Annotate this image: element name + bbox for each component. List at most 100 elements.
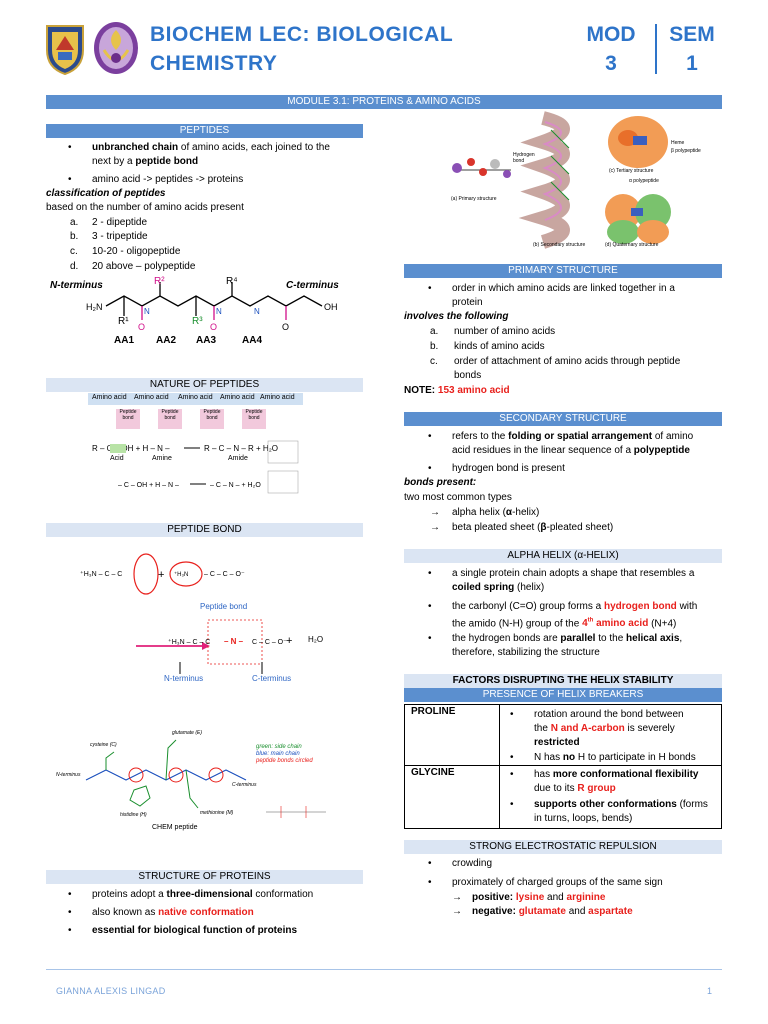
svg-text:– C – C – O⁻: – C – C – O⁻ xyxy=(204,571,245,578)
c-term-label: C-terminus xyxy=(232,782,257,788)
structure-of-proteins-heading: STRUCTURE OF PROTEINS xyxy=(46,870,363,884)
secondary-caption: (b) Secondary structure xyxy=(533,242,586,248)
peptide-bond-box-2: Peptide bond xyxy=(158,409,182,429)
svg-text:+: + xyxy=(286,635,292,647)
svg-text:O: O xyxy=(210,322,217,332)
arrow-right-icon: → xyxy=(452,892,462,903)
svg-text:⁺H₃N: ⁺H₃N xyxy=(174,571,188,578)
amine-label: Amine xyxy=(152,455,172,462)
svg-text:N: N xyxy=(216,307,222,316)
n-terminus-label: N-terminus xyxy=(50,280,103,291)
document-title-line2: CHEMISTRY xyxy=(150,52,278,75)
bonds-present-title: bonds present: xyxy=(404,477,477,488)
svg-text:R – C – N – R + H₂O: R – C – N – R + H₂O xyxy=(204,444,278,453)
svg-text:R – C – OH + H – N –: R – C – OH + H – N – xyxy=(92,444,170,453)
n-terminus-caption: N-terminus xyxy=(164,674,204,683)
methionine-label: methionine (M) xyxy=(200,810,234,816)
electrostatic-heading: STRONG ELECTROSTATIC REPULSION xyxy=(404,840,722,854)
amino-acid-label-3: Amino acid xyxy=(178,394,213,401)
svg-text:+: + xyxy=(158,569,164,581)
involves-item-b-letter: b. xyxy=(430,341,439,352)
peptide-bond-box-4: Peptide bond xyxy=(242,409,266,429)
beta-polypeptide-caption: β polypeptide xyxy=(671,148,701,154)
peptide-bond-heading: PEPTIDE BOND xyxy=(46,523,363,537)
water-label: H₂O xyxy=(308,635,324,644)
class-item-c-text: 10-20 - oligopeptide xyxy=(92,246,181,257)
svg-text:⁺H₃N – C – C: ⁺H₃N – C – C xyxy=(80,570,122,578)
svg-text:– C – N – + H₂O: – C – N – + H₂O xyxy=(210,482,261,489)
primary-structure-heading: PRIMARY STRUCTURE xyxy=(404,264,722,278)
semester-value: 1 xyxy=(686,52,698,75)
r2-label: R² xyxy=(154,276,165,287)
arrow-right-icon: → xyxy=(430,507,440,518)
nature-of-peptides-heading: NATURE OF PEPTIDES xyxy=(46,378,363,392)
aa2-label: AA2 xyxy=(156,335,177,346)
header-divider xyxy=(655,24,657,74)
arrow-right-icon: → xyxy=(452,906,462,917)
footer-divider xyxy=(46,969,722,970)
page-number: 1 xyxy=(707,986,713,996)
cysteine-label: cysteine (C) xyxy=(90,742,117,748)
r1-label: R¹ xyxy=(118,316,129,327)
peptide-bond-box-3: Peptide bond xyxy=(200,409,224,429)
class-item-c: c. xyxy=(70,246,78,257)
college-seal-logo xyxy=(92,20,140,76)
secondary-structure-heading: SECONDARY STRUCTURE xyxy=(404,412,722,426)
proline-cell: PROLINE xyxy=(404,704,500,766)
svg-text:O: O xyxy=(282,322,289,332)
class-item-d: d. xyxy=(70,261,79,272)
aa1-label: AA1 xyxy=(114,335,135,346)
involves-item-b-text: kinds of amino acids xyxy=(454,341,545,352)
amino-acid-label-4: Amino acid xyxy=(220,394,255,401)
classification-basis: based on the number of amino acids prese… xyxy=(46,202,244,213)
r4-label: R⁴ xyxy=(226,276,238,287)
glutamate-label: glutamate (E) xyxy=(172,730,203,736)
glycine-details-cell: • has more conformational flexibility du… xyxy=(499,765,722,829)
class-item-a-text: 2 - dipeptide xyxy=(92,217,148,228)
footer-author: GIANNA ALEXIS LINGAD xyxy=(56,986,166,996)
document-title-line1: BIOCHEM LEC: BIOLOGICAL xyxy=(150,23,454,46)
university-seal-logo xyxy=(44,20,86,76)
aa3-label: AA3 xyxy=(196,335,217,346)
c-terminus-caption: C-terminus xyxy=(252,674,292,683)
amino-acid-strip xyxy=(88,393,303,405)
positive-charges: →positive: lysine and arginine xyxy=(452,892,606,903)
tetrapeptide-figure: O O O H₂N N N N OH N-terminus C-terminus… xyxy=(46,276,363,351)
class-item-b-text: 3 - tripeptide xyxy=(92,231,148,242)
peptides-heading: PEPTIDES xyxy=(46,124,363,138)
alpha-polypeptide-caption: α polypeptide xyxy=(629,178,659,184)
svg-text:– N –: – N – xyxy=(224,637,244,646)
involves-item-c-letter: c. xyxy=(430,356,438,367)
amide-label: Amide xyxy=(228,455,248,462)
factors-heading: FACTORS DISRUPTING THE HELIX STABILITY xyxy=(404,674,722,688)
r3-label: R³ xyxy=(192,316,203,327)
involves-title: involves the following xyxy=(404,311,509,322)
chem-peptide-figure: green: side chain blue: main chain pepti… xyxy=(56,728,341,838)
semester-label: SEM xyxy=(669,23,715,46)
svg-text:H₂N: H₂N xyxy=(86,302,103,312)
quaternary-caption: (d) Quaternary structure xyxy=(605,242,659,248)
hydrogen-bond-caption: Hydrogen bond xyxy=(513,152,535,164)
arrow-right-icon: → xyxy=(430,522,440,533)
svg-text:– C – OH + H – N –: – C – OH + H – N – xyxy=(118,482,179,489)
peptide-bond-figure: ⁺H₃N – C – C + ⁺H₃N – C – C – O⁻ ⁺H₃N – … xyxy=(76,540,346,690)
alpha-helix-heading: ALPHA HELIX (α-HELIX) xyxy=(404,549,722,563)
class-item-b: b. xyxy=(70,231,79,242)
c-terminus-label: C-terminus xyxy=(286,280,339,291)
primary-caption: (a) Primary structure xyxy=(451,196,497,202)
involves-item-a-letter: a. xyxy=(430,326,439,337)
classification-title: classification of peptides xyxy=(46,188,166,199)
involves-item-c-line2: bonds xyxy=(454,370,482,381)
beta-sheet-type: →beta pleated sheet (β-pleated sheet) xyxy=(430,522,614,533)
chem-caption: CHEM peptide xyxy=(152,824,198,831)
svg-text:OH: OH xyxy=(324,302,338,312)
amino-acid-label-1: Amino acid xyxy=(92,394,127,401)
helix-breakers-heading: PRESENCE OF HELIX BREAKERS xyxy=(404,688,722,702)
amino-acid-label-5: Amino acid xyxy=(260,394,295,401)
heme-caption: Heme xyxy=(671,140,685,146)
svg-text:C – C – O⁻: C – C – O⁻ xyxy=(252,639,287,646)
module-label: MOD xyxy=(586,23,636,46)
svg-text:N: N xyxy=(254,307,260,316)
protein-structure-levels-figure: (a) Primary structure Hydrogen bond (b) … xyxy=(433,108,719,251)
nature-figure: Amino acid Amino acid Amino acid Amino a… xyxy=(88,393,303,511)
